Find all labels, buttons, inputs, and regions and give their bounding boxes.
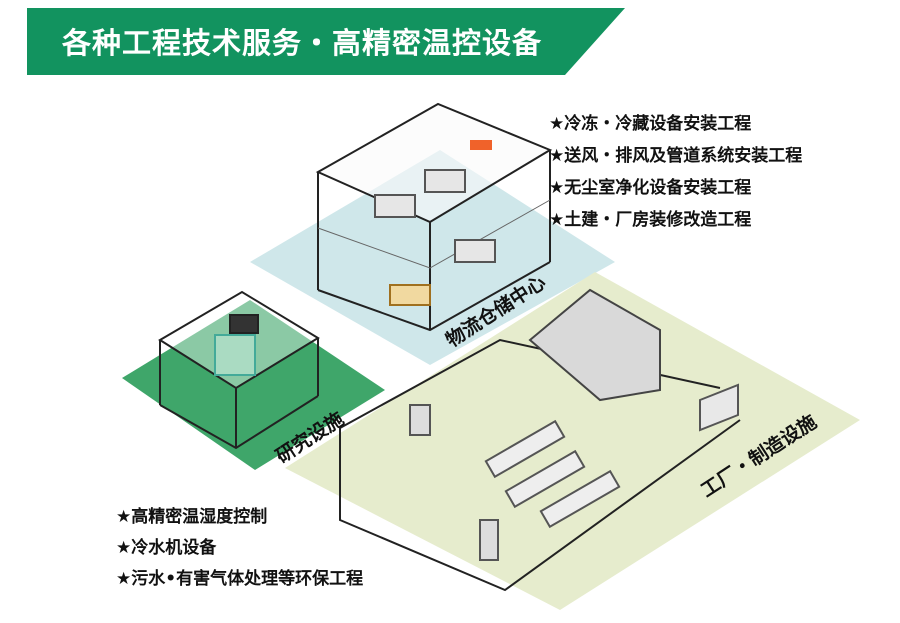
service-item: ★高精密温湿度控制 (116, 507, 268, 527)
services-list-top: ★冷冻・冷藏设备安装工程 ★送风・排风及管道系统安装工程 ★无尘室净化设备安装工… (549, 108, 802, 236)
service-item: ★无尘室净化设备安装工程 (549, 178, 752, 198)
page-title: 各种工程技术服务・高精密温控设备 (62, 26, 543, 60)
logistics-building (315, 102, 553, 332)
service-item: ★污水•有害气体处理等环保工程 (116, 569, 364, 589)
service-item: ★土建・厂房装修改造工程 (549, 210, 752, 230)
logistics-floor (250, 150, 615, 365)
research-building (158, 290, 320, 450)
service-item: ★冷水机设备 (116, 538, 217, 558)
factory-building (339, 288, 741, 592)
factory-floor (285, 272, 860, 610)
research-floor (122, 300, 385, 470)
services-list-bottom: ★高精密温湿度控制 ★冷水机设备 ★污水•有害气体处理等环保工程 (116, 502, 363, 595)
header-banner (27, 8, 625, 75)
service-item: ★冷冻・冷藏设备安装工程 (549, 114, 752, 134)
service-item: ★送风・排风及管道系统安装工程 (549, 146, 803, 166)
